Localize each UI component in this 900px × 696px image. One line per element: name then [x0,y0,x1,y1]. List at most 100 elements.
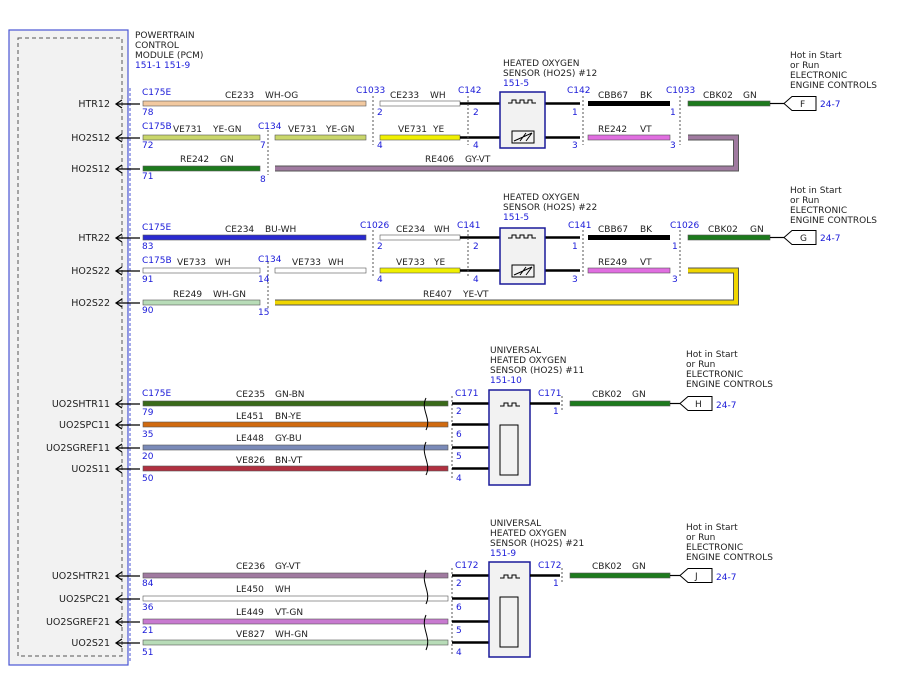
svg-text:RE242: RE242 [598,125,627,135]
svg-text:36: 36 [142,603,154,613]
svg-text:SENSOR (HO2S) #22: SENSOR (HO2S) #22 [503,203,597,213]
svg-text:LE451: LE451 [236,412,264,422]
signal-label: HO2S12 [71,133,110,144]
svg-text:or Run: or Run [790,196,819,206]
power-feed-j[interactable]: J 24-7 Hot in Start or Run ELECTRONIC EN… [679,523,773,583]
svg-text:3: 3 [672,275,678,285]
svg-text:C142: C142 [567,86,590,96]
svg-text:BK: BK [640,225,653,235]
svg-text:VT: VT [640,125,652,135]
svg-text:YE-VT: YE-VT [462,290,489,300]
svg-text:UNIVERSAL: UNIVERSAL [490,346,541,356]
ho2s22-circuit [142,227,771,310]
signal-label: UO2S11 [71,464,110,475]
svg-text:Hot in Start: Hot in Start [686,523,738,533]
svg-text:WH: WH [215,258,231,268]
svg-text:4: 4 [473,141,479,151]
pcm-title: POWERTRAIN CONTROL MODULE (PCM) 151-1 15… [135,31,203,71]
svg-text:C175B: C175B [142,122,172,132]
svg-text:BU-WH: BU-WH [265,225,296,235]
svg-text:4: 4 [456,474,462,484]
svg-text:GY-BU: GY-BU [275,434,302,444]
svg-text:1: 1 [553,579,559,589]
svg-text:C142: C142 [458,86,481,96]
svg-text:24-7: 24-7 [820,234,840,244]
svg-text:ELECTRONIC: ELECTRONIC [686,370,743,380]
svg-text:ELECTRONIC: ELECTRONIC [686,543,743,553]
svg-text:VT: VT [640,258,652,268]
svg-text:C171: C171 [538,389,561,399]
svg-text:J: J [694,572,698,582]
svg-text:CE236: CE236 [236,562,265,572]
svg-text:3: 3 [572,275,578,285]
svg-text:ENGINE CONTROLS: ENGINE CONTROLS [686,380,773,390]
svg-text:21: 21 [142,626,153,636]
svg-text:C141: C141 [457,221,480,231]
svg-text:CBK02: CBK02 [592,562,622,572]
svg-text:CONTROL: CONTROL [135,41,179,51]
svg-text:BN-YE: BN-YE [275,412,302,422]
svg-text:LE449: LE449 [236,608,264,618]
svg-text:YE-GN: YE-GN [212,125,241,135]
svg-text:HEATED OXYGEN: HEATED OXYGEN [503,193,579,203]
svg-text:CE234: CE234 [225,225,254,235]
svg-text:7: 7 [260,141,266,151]
svg-text:90: 90 [142,306,154,316]
svg-text:GN: GN [220,155,234,165]
svg-text:VE731: VE731 [173,125,202,135]
svg-text:C1026: C1026 [670,221,699,231]
ho2s22-labels: HEATED OXYGEN SENSOR (HO2S) #22 151-5 C1… [142,193,764,318]
svg-text:CE234: CE234 [396,225,425,235]
svg-text:CE233: CE233 [390,91,419,101]
svg-text:51: 51 [142,648,153,658]
svg-text:HEATED OXYGEN: HEATED OXYGEN [490,356,566,366]
pcm-signal-rows: HTR12 HO2S12 HO2S12 HTR22 HO2S22 HO2S22 … [46,99,110,649]
svg-text:RE249: RE249 [173,290,202,300]
svg-text:VE731: VE731 [288,125,317,135]
signal-label: HTR12 [78,99,110,110]
signal-label: UO2SPC21 [59,594,110,605]
svg-text:G: G [800,234,807,244]
svg-text:Hot in Start: Hot in Start [790,51,842,61]
power-feed-f[interactable]: F 24-7 Hot in Start or Run ELECTRONIC EN… [783,51,877,111]
svg-text:35: 35 [142,430,153,440]
svg-text:WH: WH [275,585,291,595]
svg-text:LE448: LE448 [236,434,264,444]
svg-text:151-5: 151-5 [503,79,529,89]
svg-text:6: 6 [456,430,462,440]
svg-text:71: 71 [142,172,153,182]
svg-text:C1026: C1026 [360,221,389,231]
conn-label: C175E [142,88,171,98]
pcm-page-refs: 151-1 151-9 [135,61,190,71]
power-feed-g[interactable]: G 24-7 Hot in Start or Run ELECTRONIC EN… [783,186,877,245]
svg-text:ENGINE CONTROLS: ENGINE CONTROLS [686,553,773,563]
power-feed-h[interactable]: H 24-7 Hot in Start or Run ELECTRONIC EN… [679,350,773,411]
svg-text:15: 15 [258,308,269,318]
svg-text:LE450: LE450 [236,585,264,595]
svg-text:VE826: VE826 [236,456,265,466]
svg-text:2: 2 [473,242,479,252]
svg-text:RE242: RE242 [180,155,209,165]
svg-text:72: 72 [142,141,153,151]
svg-text:24-7: 24-7 [716,573,736,583]
ho2s12-circuit [142,91,771,175]
svg-text:1: 1 [572,242,578,252]
signal-label: HO2S22 [71,298,110,309]
svg-text:C1033: C1033 [356,86,385,96]
svg-text:1: 1 [672,242,678,252]
signal-label: HO2S12 [71,164,110,175]
svg-text:SENSOR (HO2S) #11: SENSOR (HO2S) #11 [490,366,584,376]
svg-text:79: 79 [142,408,154,418]
svg-text:1: 1 [553,407,559,417]
svg-text:1: 1 [670,108,676,118]
svg-text:24-7: 24-7 [820,100,840,110]
pcm-arrows [114,99,140,648]
svg-text:VE827: VE827 [236,630,265,640]
svg-text:2: 2 [473,108,479,118]
svg-text:20: 20 [142,452,154,462]
svg-text:WH: WH [430,91,446,101]
svg-text:or Run: or Run [686,533,715,543]
svg-text:78: 78 [142,108,154,118]
signal-label: UO2S21 [71,638,110,649]
